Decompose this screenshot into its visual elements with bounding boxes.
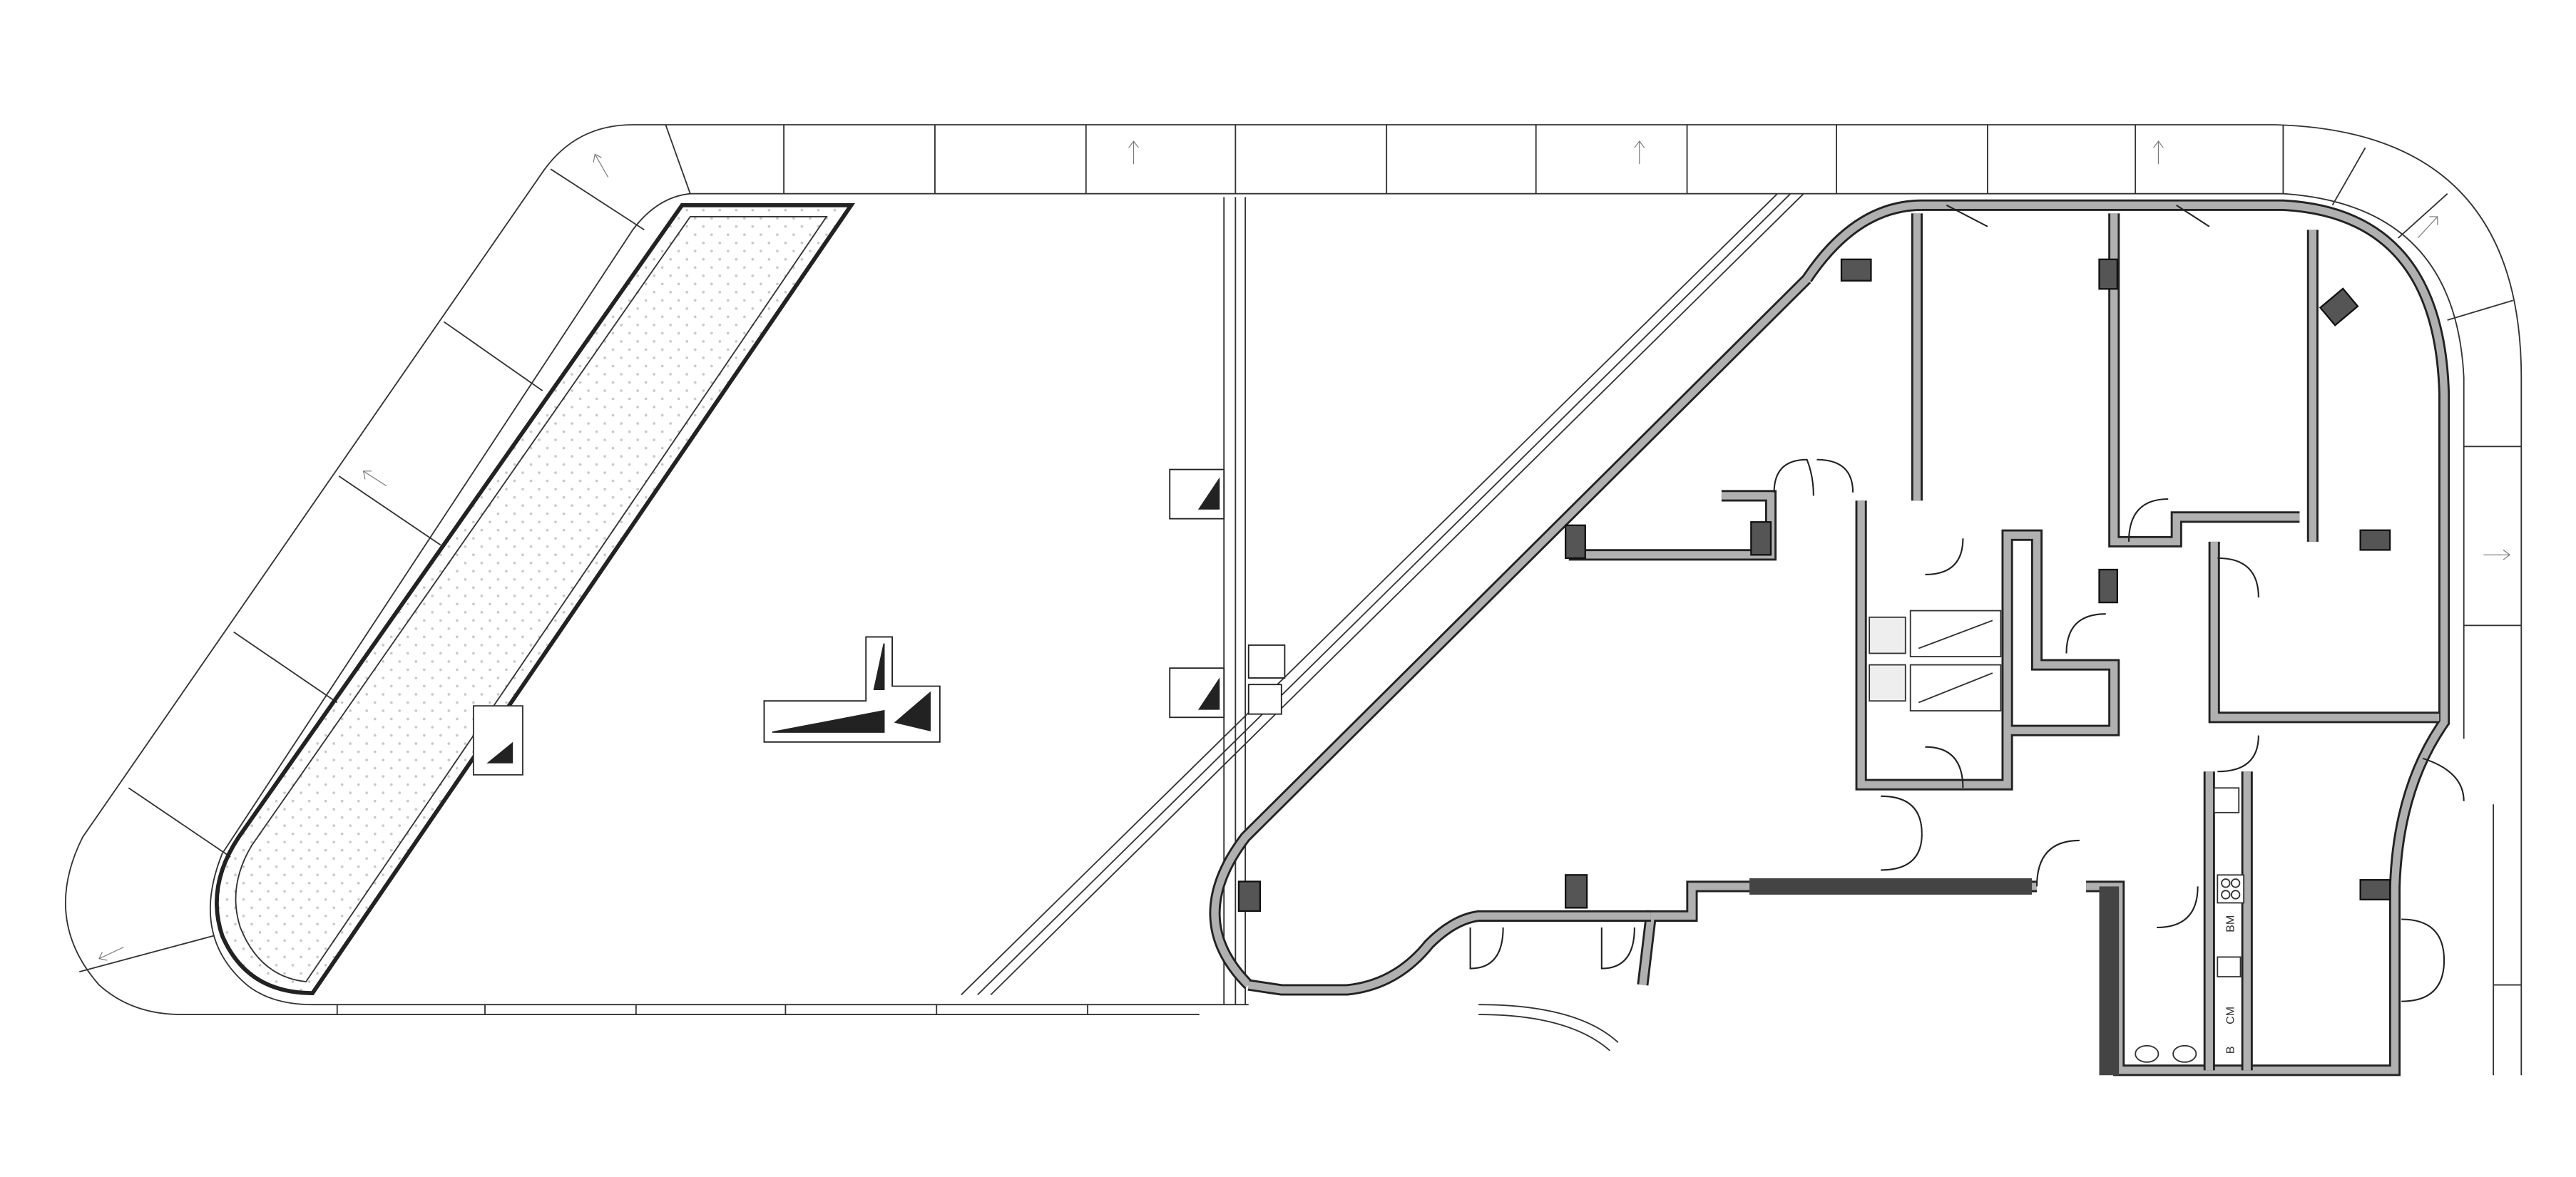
bathroom-fixtures xyxy=(1869,610,2245,1063)
doors xyxy=(1469,204,2465,1002)
planter-column xyxy=(472,705,523,776)
building-edge xyxy=(210,192,2465,1006)
paving-grid xyxy=(79,124,2522,1076)
kitchen-label-bm: BM xyxy=(2224,915,2237,932)
apartment-walls xyxy=(1209,199,2450,1076)
planter xyxy=(215,202,855,995)
entry-path xyxy=(1478,1004,1619,1052)
columns xyxy=(1237,258,2391,913)
open-hall xyxy=(961,193,1804,1005)
columns-open xyxy=(763,468,1286,743)
kitchen-label-b: B xyxy=(2224,1047,2237,1054)
core-column xyxy=(763,636,941,743)
kitchen-label-cm: СМ xyxy=(2224,1007,2237,1024)
sidewalk-outer-edge xyxy=(65,124,2523,1076)
direction-arrows xyxy=(98,140,2511,961)
